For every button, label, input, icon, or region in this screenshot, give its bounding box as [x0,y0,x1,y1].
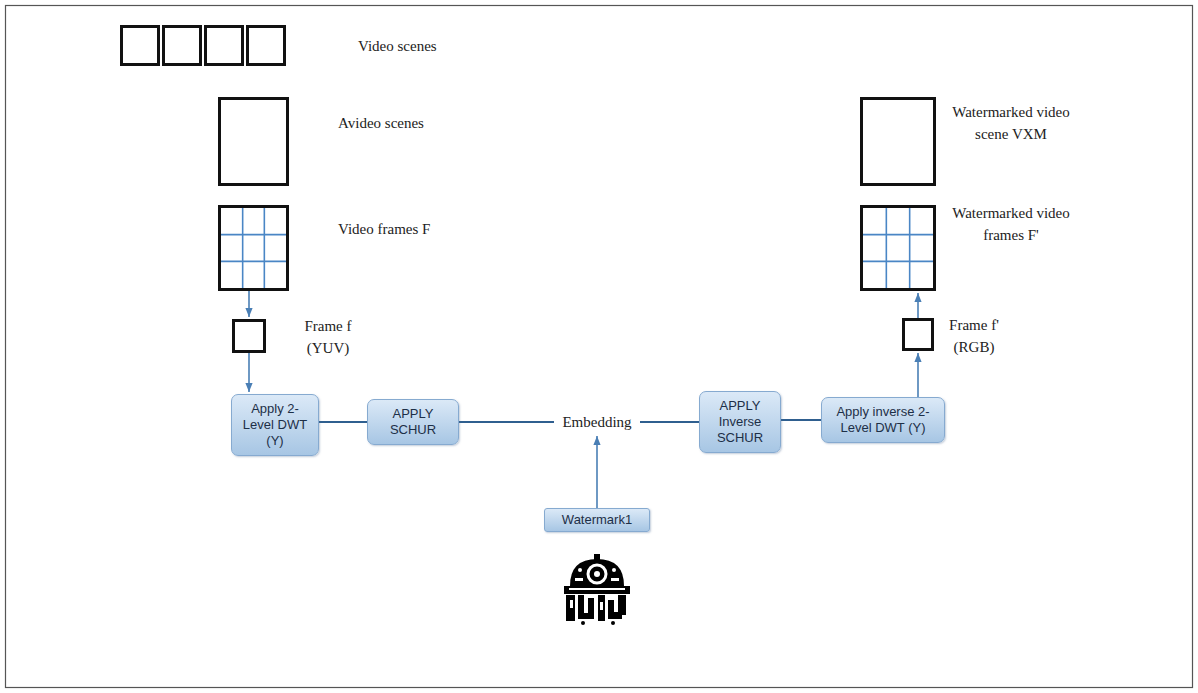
connector-arrow [248,291,250,317]
node-label: Frame f (YUV) [296,315,360,359]
label-text: Frame f' (RGB) [938,314,1010,358]
grid-lines [221,208,286,288]
box-text: Apply 2-Level DWT (Y) [241,401,309,449]
node-label: Video scenes [358,35,508,57]
process-box: APPLY Inverse SCHUR [699,391,781,453]
connector-line [459,421,554,423]
node-label: Watermarked video frames F' [952,202,1070,246]
box-text: APPLY SCHUR [377,406,449,438]
grid-lines [863,208,933,288]
process-box: Apply inverse 2-Level DWT (Y) [821,397,945,443]
node-label: Video frames F [338,218,488,240]
label-text: Video frames F [338,218,488,240]
label-text: Frame f (YUV) [296,315,360,359]
connector-arrow [596,436,598,508]
label-text: Watermarked video frames F' [952,202,1070,246]
step-label: Embedding [562,412,631,432]
scene-strip: Video scenes [120,25,287,66]
scene-square [246,25,286,66]
scene-square: Watermarked video scene VXM [860,97,936,186]
node-label: Avideo scenes [338,112,488,134]
frame-grid: Video frames F [218,205,289,291]
connector-line [319,421,367,423]
watermark-box: Watermark1 [544,508,650,532]
scene-square [120,25,160,66]
box-text: Apply inverse 2-Level DWT (Y) [831,404,935,436]
connector-arrow [248,353,250,392]
scene-square [162,25,202,66]
figure-frame [6,6,1193,688]
node-label: Watermarked video scene VXM [952,101,1070,145]
box-text: APPLY Inverse SCHUR [709,398,771,446]
connector-line [640,421,699,423]
embedding-step: Embedding [554,410,639,434]
connector-line [781,419,821,421]
process-box: Apply 2-Level DWT (Y) [231,394,319,456]
label-text: Video scenes [358,35,508,57]
scene-square: Avideo scenes [218,97,289,186]
connector-arrow [917,293,919,318]
connector-arrow [917,353,919,397]
scene-square [204,25,244,66]
box-text: Watermark1 [562,512,632,528]
label-text: Avideo scenes [338,112,488,134]
watermark-logo [564,554,630,625]
frame-square: Frame f' (RGB) [902,318,934,351]
label-text: Watermarked video scene VXM [952,101,1070,145]
frame-grid: Watermarked video frames F' [860,205,936,291]
frame-square: Frame f (YUV) [232,319,266,353]
node-label: Frame f' (RGB) [938,314,1010,358]
process-box: APPLY SCHUR [367,399,459,445]
